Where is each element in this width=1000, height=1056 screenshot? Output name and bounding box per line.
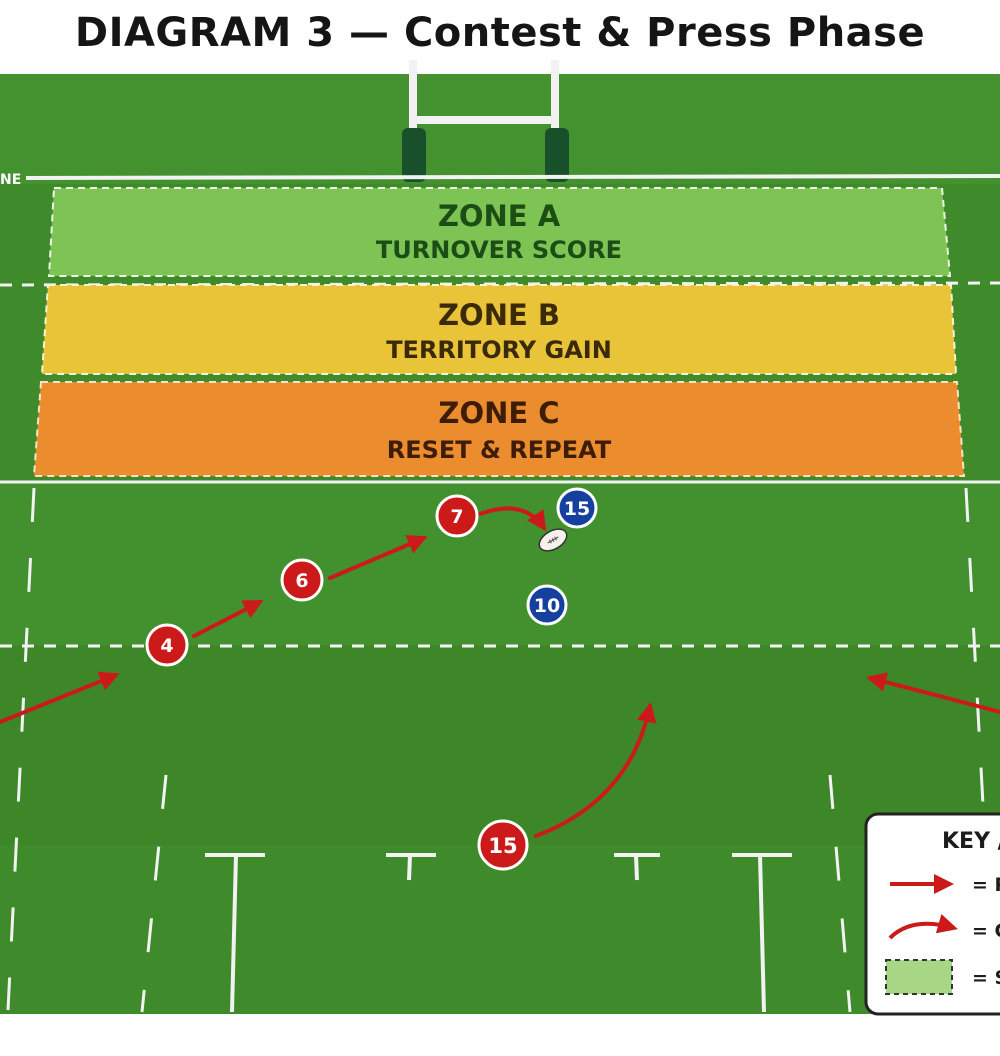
kick-chase-arrow: [534, 702, 657, 838]
player-number: 15: [488, 834, 517, 858]
zone-c-title: ZONE C: [438, 396, 559, 430]
attack-player: 7: [435, 494, 479, 538]
support-run-arrow: [328, 535, 428, 580]
zone-c-band: [32, 381, 966, 477]
zone-b-subtitle: TERRITORY GAIN: [386, 336, 612, 364]
zone-b-band: [40, 284, 958, 375]
pressure-line-arrow: [866, 672, 1000, 714]
zone-swatch-icon: [885, 959, 953, 995]
attack-player: 15: [477, 819, 529, 871]
rugby-ball-icon: [538, 528, 568, 552]
player-number: 6: [295, 570, 308, 592]
support-run-arrow: [0, 671, 120, 724]
post-pad-right: [545, 128, 569, 182]
zone-a: ZONE A TURNOVER SCORE: [47, 187, 952, 277]
diagram-title: DIAGRAM 3 — Contest & Press Phase: [74, 10, 926, 56]
player-number: 15: [564, 498, 590, 520]
halfway-mark-stem: [634, 854, 639, 881]
pitch-lines: [0, 174, 1000, 1013]
pitch-stripe: [0, 480, 1000, 645]
in-goal-area: [0, 74, 1000, 184]
try-line: [25, 174, 1000, 180]
support-run-arrow: [192, 600, 264, 638]
zone-c: ZONE C RESET & REPEAT: [32, 381, 966, 477]
player-number: 4: [160, 635, 173, 657]
attack-player: 4: [145, 623, 189, 667]
player-number: 10: [534, 595, 560, 617]
curved-arrow-icon: [888, 913, 958, 940]
halfway-mark-stem: [407, 854, 412, 881]
key-legend: KEY / = P = C = S: [864, 812, 1000, 1016]
attack-player: 6: [280, 558, 324, 602]
halfway-mark-stem: [230, 854, 238, 1013]
key-title: KEY /: [942, 829, 1000, 854]
zone-a-subtitle: TURNOVER SCORE: [376, 236, 622, 264]
goal-crossbar: [409, 116, 559, 124]
movement-arrows: [0, 506, 1000, 838]
zone-a-title: ZONE A: [438, 199, 561, 233]
defence-player: 15: [556, 487, 598, 529]
goal-upright-left: [409, 60, 417, 130]
zone-b: ZONE B TERRITORY GAIN: [40, 284, 958, 375]
zone-b-title: ZONE B: [438, 298, 560, 332]
halfway-mark-stem: [758, 854, 766, 1013]
key-item-text: = S: [972, 967, 1000, 989]
zone-a-band: [47, 187, 952, 277]
key-item-text: = P: [972, 874, 1000, 896]
defence-player: 10: [526, 584, 568, 626]
contest-arrow: [478, 506, 547, 532]
try-line-label: NE: [0, 172, 21, 188]
player-number: 7: [450, 506, 463, 528]
key-item-text: = C: [972, 920, 1000, 942]
post-pad-left: [402, 128, 426, 182]
pitch-stripe: [0, 645, 1000, 845]
goal-posts: [402, 60, 569, 182]
zone-c-subtitle: RESET & REPEAT: [387, 436, 612, 464]
goal-upright-right: [551, 60, 559, 130]
touch-dashed-line-left: [6, 487, 36, 1011]
